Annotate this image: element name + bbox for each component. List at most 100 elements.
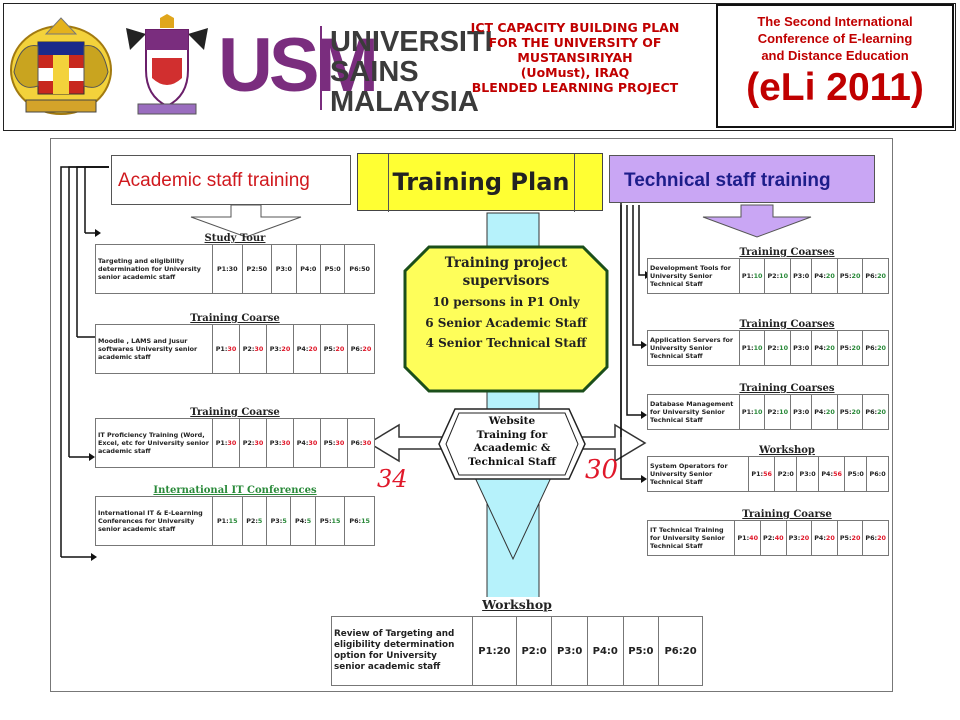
cell-period-label: P3: [788, 534, 801, 542]
cell-value: 20 [877, 408, 886, 416]
project-title: ICT CAPACITY BUILDING PLAN FOR THE UNIVE… [446, 20, 704, 95]
table-row: Application Servers for University Senio… [647, 330, 889, 366]
cell-period-label: P5: [847, 470, 860, 478]
right-section-description: Database Management for University Senio… [647, 394, 740, 430]
left-section-cell: P1:30 [212, 418, 240, 468]
cell-period-label: P1: [737, 534, 750, 542]
university-name-line-3: MALAYSIA [330, 86, 479, 118]
left-section-table: Targeting and eligibility determination … [95, 244, 375, 294]
right-section-table: IT Technical Training for University Sen… [646, 520, 889, 556]
cell-period-label: P5: [839, 408, 852, 416]
cell-period-label: P6: [865, 534, 878, 542]
cell-period-label: P2: [246, 517, 258, 525]
academic-training-box: Academic staff training [111, 155, 351, 205]
cell-value: 0 [881, 470, 886, 478]
right-section-cell: P1:10 [738, 258, 766, 294]
cell-value: 20 [851, 272, 861, 280]
right-section-cell: P4:20 [811, 394, 838, 430]
website-line-1: Website [488, 415, 536, 427]
left-section-cell: P4:5 [290, 496, 316, 546]
workshop-title: Workshop [482, 597, 552, 612]
cell-value: 5 [257, 517, 263, 525]
right-section-description: System Operators for University Senior T… [647, 456, 749, 492]
cell-value: 20 [825, 272, 835, 280]
cell-period-label: P6: [350, 439, 363, 447]
left-section-cell: P1:30 [212, 244, 243, 294]
cell-period-label: P3: [793, 344, 805, 352]
right-section-cell: P2:10 [764, 330, 792, 366]
website-line-4: Technical Staff [468, 455, 556, 468]
project-title-line-3: MUSTANSIRIYAH [517, 50, 633, 65]
training-plan-box: Training Plan [357, 153, 603, 212]
cell-value: 20 [825, 534, 835, 542]
cell-value: 0 [804, 272, 810, 280]
cell-value: 0 [336, 265, 341, 273]
left-section-table: International IT & E-Learning Conference… [95, 496, 375, 546]
table-row: System Operators for University Senior T… [647, 456, 889, 492]
cell-period-label: P2: [242, 345, 255, 353]
academic-training-title: Academic staff training [118, 170, 310, 191]
table-row: International IT & E-Learning Conference… [95, 496, 375, 546]
cell-period-label: P6: [865, 408, 878, 416]
cell-period-label: P5: [323, 439, 336, 447]
cell-value: 10 [779, 408, 789, 416]
right-section-cell: P5:20 [836, 520, 864, 556]
technical-training-box: Technical staff training [609, 155, 875, 203]
cell-value: 40 [749, 534, 759, 542]
cell-value: 56 [763, 470, 772, 478]
cell-value: 30 [362, 439, 372, 447]
left-section-cell: P2:5 [241, 496, 267, 546]
cell-value: 5 [282, 517, 287, 525]
left-section-cell: P4:30 [293, 418, 321, 468]
left-section-cell: P3:30 [266, 418, 294, 468]
right-section-cell: P1:56 [747, 456, 776, 492]
table-row: Targeting and eligibility determination … [95, 244, 375, 294]
right-section-description: Development Tools for University Senior … [647, 258, 740, 294]
cell-period-label: P2: [767, 344, 780, 352]
cell-period-label: P1: [741, 408, 754, 416]
right-section-title: Training Coarses [739, 383, 835, 394]
left-section-description: International IT & E-Learning Conference… [95, 496, 213, 546]
project-title-line-4: (UoMust), IRAQ [520, 65, 630, 80]
workshop-cell: P2:0 [515, 616, 553, 686]
website-line-3: Acaademic & [473, 442, 551, 454]
cell-value: 30 [228, 265, 238, 273]
right-section-cell: P2:40 [760, 520, 787, 556]
cell-period-label: P3: [793, 272, 805, 280]
cell-period-label: P4: [814, 408, 826, 416]
right-section-table: System Operators for University Senior T… [647, 456, 889, 492]
cell-value: 10 [779, 344, 789, 352]
cell-period-label: P5: [839, 344, 852, 352]
cell-period-label: P1: [751, 470, 764, 478]
cell-period-label: P1: [216, 265, 229, 273]
right-section-cell: P3:0 [790, 394, 813, 430]
supervisors-octagon [403, 245, 609, 393]
right-section-cell: P4:20 [811, 258, 838, 294]
left-section-cell: P5:0 [319, 244, 346, 294]
cell-value: 20 [877, 272, 886, 280]
technical-training-title: Technical staff training [624, 170, 831, 191]
left-section-cell: P2:30 [239, 324, 267, 374]
cell-value: 20 [308, 345, 318, 353]
cell-period-label: P4: [295, 517, 307, 525]
cell-value: 20 [335, 345, 345, 353]
cell-period-label: P1: [215, 345, 228, 353]
cell-value: 10 [753, 272, 763, 280]
cell-period-label: P1: [215, 439, 228, 447]
university-name-line-1: UNIVERSITI [330, 26, 493, 58]
cell-value: 0 [811, 470, 816, 478]
table-row: IT Proficiency Training (Word, Excel, et… [95, 418, 375, 468]
technical-count: 30 [585, 455, 619, 485]
left-section-cell: P5:15 [314, 496, 346, 546]
conference-line-2: Conference of E-learning [757, 31, 913, 46]
left-section-cell: P6:15 [344, 496, 375, 546]
cell-period-label: P4: [814, 344, 826, 352]
cell-value: 20 [281, 345, 291, 353]
supervisors-line-3: 10 persons in P1 Only [432, 295, 580, 309]
workshop-cell: P6:20 [658, 616, 703, 686]
workshop-cell: P3:0 [551, 616, 588, 686]
supervisors-text: Training project supervisors 10 persons … [403, 255, 609, 353]
